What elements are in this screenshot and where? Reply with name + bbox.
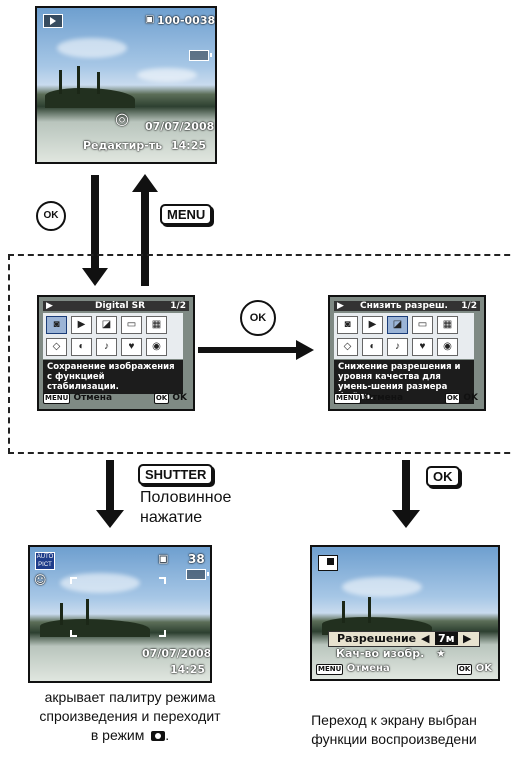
shutter-button-icon: SHUTTER	[138, 464, 214, 485]
digital-sr-icon[interactable]: ◙	[337, 316, 358, 334]
time: 14:25	[170, 663, 206, 676]
palette-screen-resize: ▶ Снизить разреш. 1/2 ◙ ▶ ◪ ▭ ▦ ◇ ◐ ♪ ♥ …	[328, 295, 486, 411]
left-arrow-icon[interactable]: ◀	[421, 632, 430, 645]
playback-screen: ▣ 100-0038 ◎ 07/07/2008 Редактир-ть 14:2…	[35, 6, 217, 164]
edit-label[interactable]: Редактир-ть	[83, 139, 163, 152]
palette-grid: ◙ ▶ ◪ ▭ ▦ ◇ ◐ ♪ ♥ ◉	[334, 313, 474, 359]
date: 07/07/2008	[142, 647, 212, 660]
mode-icon-label: AUTO PICT	[36, 554, 54, 568]
shutter-button-label: SHUTTER	[145, 467, 207, 482]
quality-value: ★	[436, 647, 446, 660]
flow-arrow-right	[198, 340, 314, 360]
right-arrow-icon[interactable]: ▶	[463, 632, 472, 645]
date: 07/07/2008	[145, 120, 215, 133]
digital-sr-icon[interactable]: ◙	[46, 316, 67, 334]
resize-icon[interactable]: ◪	[387, 316, 408, 334]
ok-label[interactable]: OK	[172, 393, 187, 403]
menu-key-tag: MENU	[334, 393, 362, 404]
resolution-label: Разрешение	[337, 632, 417, 645]
remaining-count: 38	[188, 552, 205, 566]
ok-key-tag: OK	[444, 393, 461, 404]
sound-memo-icon[interactable]: ♪	[96, 338, 117, 356]
resolution-row[interactable]: Разрешение ◀ 7м ▶	[328, 631, 480, 647]
ok-button-icon: OK	[36, 201, 66, 231]
flow-arrow-down-left	[96, 460, 124, 528]
ok-button-label: OK	[43, 210, 59, 221]
caption-right-text: Переход к экрану выбран функции воспроиз…	[311, 712, 477, 747]
filter-icon[interactable]: ◐	[362, 338, 383, 356]
ok-label[interactable]: OK	[475, 663, 492, 674]
image-copy-icon[interactable]: ▦	[437, 316, 458, 334]
sound-memo-icon[interactable]: ♪	[387, 338, 408, 356]
folder-icon: ▣	[145, 14, 155, 25]
camera-icon	[151, 731, 166, 741]
palette-screen-digital-sr: ▶ Digital SR 1/2 ◙ ▶ ◪ ▭ ▦ ◇ ◐ ♪ ♥ ◉ Сох…	[37, 295, 195, 411]
file-number: 100-0038	[157, 14, 216, 27]
palette-title: Снизить разреш.	[360, 301, 448, 311]
palette-header: ▶ Снизить разреш. 1/2	[334, 301, 480, 311]
palette-description: Сохранение изображения с функцией стабил…	[43, 360, 183, 394]
palette-area	[8, 254, 512, 454]
menu-button-icon: MENU	[160, 204, 213, 225]
playback-mode-icon	[43, 14, 63, 28]
palette-title: Digital SR	[95, 301, 146, 311]
time: 14:25	[171, 139, 207, 152]
cancel-label[interactable]: Отмена	[364, 393, 404, 403]
cropping-icon[interactable]: ▭	[412, 316, 433, 334]
image-copy-icon[interactable]: ▦	[146, 316, 167, 334]
red-eye-icon[interactable]: ◉	[146, 338, 167, 356]
caption-left: акрывает палитру режима спроизведения и …	[39, 689, 221, 743]
quality-label: Кач-во изобр.	[336, 647, 425, 660]
battery-icon	[186, 569, 209, 580]
four-way-ok-label: OK	[249, 312, 267, 324]
flow-arrow-down-right	[392, 460, 420, 528]
slideshow-icon[interactable]: ▶	[71, 316, 92, 334]
four-way-icon: ◎	[115, 109, 129, 128]
palette-grid: ◙ ▶ ◪ ▭ ▦ ◇ ◐ ♪ ♥ ◉	[43, 313, 183, 359]
ok-key-tag: OK	[153, 393, 170, 404]
palette-header: ▶ Digital SR 1/2	[43, 301, 189, 311]
protect-icon[interactable]: ♥	[121, 338, 142, 356]
face-detect-icon: ☺	[34, 573, 47, 587]
four-way-ok-icon: OK	[240, 300, 276, 336]
protect-icon[interactable]: ♥	[412, 338, 433, 356]
resize-screen: Разрешение ◀ 7м ▶ Кач-во изобр. ★ MENU О…	[310, 545, 500, 681]
palette-footer: MENU Отмена OK OK	[334, 393, 480, 404]
resize-footer: MENU Отмена OK OK	[316, 663, 494, 675]
resize-mode-icon	[318, 555, 338, 571]
cancel-label[interactable]: Отмена	[346, 663, 390, 674]
battery-icon	[189, 50, 212, 61]
slideshow-icon[interactable]: ▶	[362, 316, 383, 334]
playback-icon: ▶	[46, 301, 53, 311]
playback-icon: ▶	[337, 301, 344, 311]
filter-icon[interactable]: ◐	[71, 338, 92, 356]
resize-icon[interactable]: ◪	[96, 316, 117, 334]
capture-screen: AUTO PICT ☺ ▣ 38 07/07/2008 14:25	[28, 545, 212, 683]
rotate-icon[interactable]: ◇	[337, 338, 358, 356]
palette-footer: MENU Отмена OK OK	[43, 393, 189, 404]
menu-key-tag: MENU	[316, 664, 344, 675]
half-press-label: Половинное нажатие	[140, 489, 232, 526]
flow-arrows-top	[82, 174, 158, 286]
caption-right: Переход к экрану выбран функции воспроиз…	[276, 692, 512, 749]
focus-frame	[70, 577, 166, 637]
rotate-icon[interactable]: ◇	[46, 338, 67, 356]
ok-key-label: OK	[433, 469, 453, 484]
memory-icon: ▣	[158, 552, 169, 565]
red-eye-icon[interactable]: ◉	[437, 338, 458, 356]
menu-key-tag: MENU	[43, 393, 71, 404]
menu-button-label: MENU	[167, 207, 206, 222]
ok-key-tag: OK	[456, 664, 473, 675]
resolution-value: 7м	[435, 632, 458, 645]
palette-page: 1/2	[170, 301, 186, 311]
ok-key-icon: OK	[426, 466, 460, 487]
palette-page: 1/2	[461, 301, 477, 311]
cropping-icon[interactable]: ▭	[121, 316, 142, 334]
caption-left-text: акрывает палитру режима спроизведения и …	[39, 689, 221, 743]
cancel-label[interactable]: Отмена	[73, 393, 113, 403]
auto-picture-mode-icon: AUTO PICT	[35, 552, 55, 570]
ok-label[interactable]: OK	[463, 393, 478, 403]
